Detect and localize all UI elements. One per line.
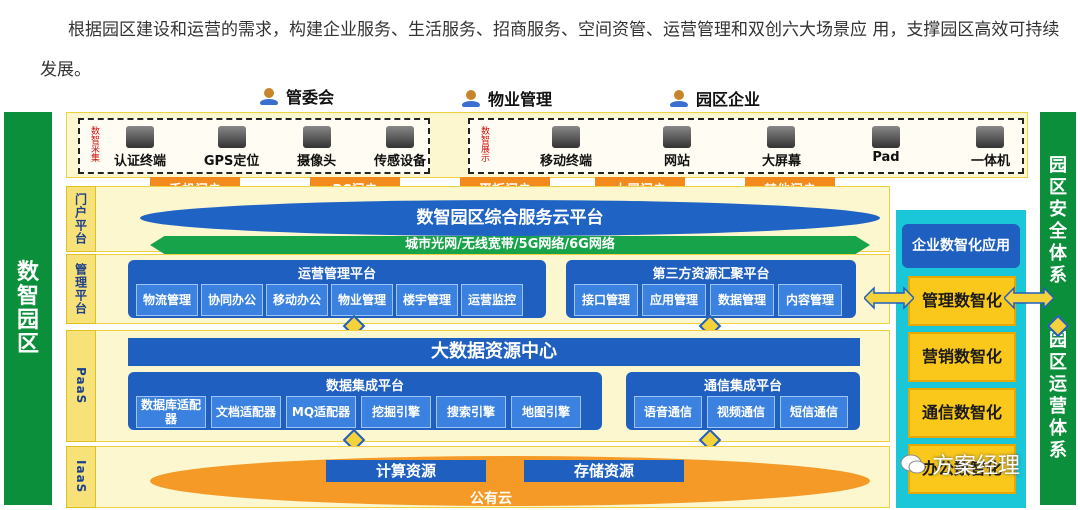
tablet-icon (871, 126, 900, 148)
comm-tile: 语音通信 (634, 396, 702, 428)
website-icon (663, 126, 691, 148)
role-wuye: 物业管理 (460, 86, 552, 110)
device-auth: 认证终端 (114, 126, 166, 169)
data-tile: 搜索引擎 (436, 396, 506, 428)
layer-label-paas: PaaS (66, 330, 96, 442)
enterprise-tile-manage: 管理数智化 (908, 276, 1016, 326)
device-sensor: 传感设备 (374, 126, 426, 169)
storage-resource: 存储资源 (524, 460, 684, 482)
right-side-label: 园区安全体系 园区运营体系 (1040, 112, 1076, 505)
kiosk-icon (976, 126, 1005, 148)
double-arrow-icon (864, 286, 914, 310)
data-tile: MQ适配器 (286, 396, 356, 428)
device-mobile: 移动终端 (540, 126, 592, 169)
role-qiye: 园区企业 (668, 86, 760, 110)
role-label: 管委会 (286, 88, 335, 107)
data-tile: 地图引擎 (511, 396, 581, 428)
layer-label-iaas: IaaS (66, 446, 96, 508)
ops-platform-title: 运营管理平台 (297, 267, 376, 282)
display-label: 数智展示 (479, 126, 489, 162)
sensor-icon (385, 126, 414, 148)
ops-platform-panel: 运营管理平台 物流管理 协同办公 移动办公 物业管理 楼宇管理 运营监控 (128, 260, 546, 318)
watermark: 方案经理 (900, 448, 1020, 480)
comm-tile: 视频通信 (707, 396, 775, 428)
enterprise-tile-marketing: 营销数智化 (908, 332, 1016, 382)
gps-icon (217, 126, 246, 148)
data-integration-panel: 数据集成平台 数据库适配器 文档适配器 MQ适配器 挖掘引擎 搜索引擎 地图引擎 (128, 372, 602, 430)
data-tile: 挖掘引擎 (361, 396, 431, 428)
role-label: 园区企业 (696, 90, 761, 109)
third-party-title: 第三方资源汇聚平台 (652, 267, 770, 282)
data-tile: 文档适配器 (211, 396, 281, 428)
ops-tile: 运营监控 (461, 284, 523, 316)
user-icon (670, 90, 688, 107)
network-band: 城市光网/无线宽带/5G网络/6G网络 (150, 236, 870, 254)
third-party-tile: 接口管理 (574, 284, 638, 316)
ops-tile: 移动办公 (266, 284, 328, 316)
intro-paragraph: 根据园区建设和运营的需求，构建企业服务、生活服务、招商服务、空间资管、运营管理和… (40, 20, 1060, 80)
data-integration-title: 数据集成平台 (325, 379, 404, 394)
public-cloud-shape (150, 456, 870, 506)
device-camera: 摄像头 (297, 126, 336, 169)
device-bigscreen: 大屏幕 (762, 126, 801, 169)
enterprise-tile-office: 办公数智化 (908, 444, 1016, 494)
compute-resource: 计算资源 (326, 460, 486, 482)
third-party-tile: 数据管理 (710, 284, 774, 316)
device-pad: Pad (871, 126, 900, 169)
double-arrow-icon (1004, 286, 1054, 310)
terminal-icon (126, 126, 154, 148)
ops-tile: 楼宇管理 (396, 284, 458, 316)
layer-label-manage: 管理平台 (66, 254, 96, 324)
mobile-icon (552, 126, 580, 148)
camera-icon (302, 126, 331, 148)
cloud-platform: 数智园区综合服务云平台 (140, 200, 880, 236)
ops-tile: 物业管理 (331, 284, 393, 316)
comm-tile: 短信通信 (780, 396, 848, 428)
enterprise-tile-comm: 通信数智化 (908, 388, 1016, 438)
third-party-tile: 应用管理 (642, 284, 706, 316)
user-icon (462, 90, 480, 107)
data-tile: 数据库适配器 (136, 396, 206, 428)
ops-tile: 协同办公 (201, 284, 263, 316)
third-party-panel: 第三方资源汇聚平台 接口管理 应用管理 数据管理 内容管理 (566, 260, 856, 318)
comm-integration-panel: 通信集成平台 语音通信 视频通信 短信通信 (626, 372, 860, 430)
screen-icon (767, 126, 796, 148)
third-party-tile: 内容管理 (778, 284, 842, 316)
comm-integration-title: 通信集成平台 (703, 379, 782, 394)
role-label: 物业管理 (488, 90, 553, 109)
device-kiosk: 一体机 (971, 126, 1010, 169)
device-gps: GPS定位 (204, 126, 259, 169)
collect-box: 数智采集 认证终端 GPS定位 摄像头 传感设备 (78, 118, 430, 174)
device-web: 网站 (663, 126, 691, 169)
layer-label-portal: 门户平台 (66, 186, 96, 252)
role-guanweihui: 管委会 (258, 84, 334, 108)
user-icon (260, 88, 278, 105)
public-cloud-label: 公有云 (470, 491, 512, 507)
enterprise-title: 企业数智化应用 (902, 224, 1020, 268)
display-box: 数智展示 移动终端 网站 大屏幕 Pad 一体机 (468, 118, 1024, 174)
ops-tile: 物流管理 (136, 284, 198, 316)
left-side-label: 数智园区 (4, 112, 52, 505)
collect-label: 数智采集 (89, 126, 99, 162)
wechat-icon (900, 454, 926, 474)
bigdata-bar: 大数据资源中心 (128, 338, 860, 366)
